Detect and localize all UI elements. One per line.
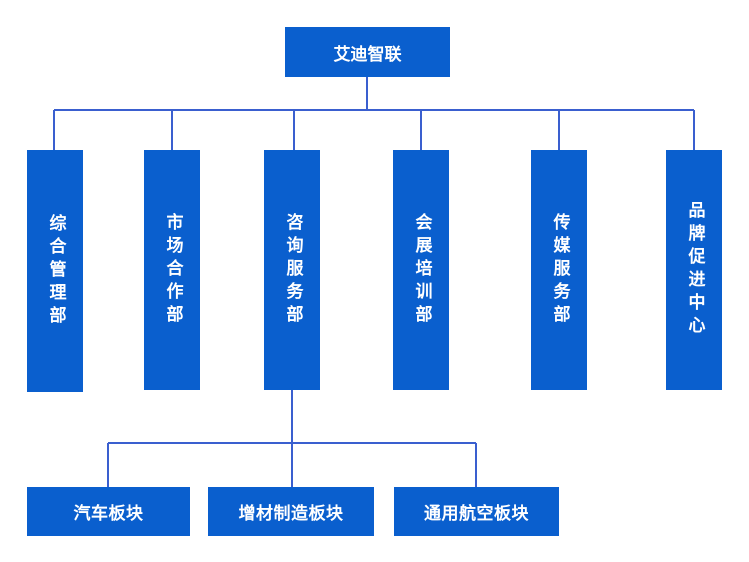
dept-brand-promotion-center: 品牌促进中心: [666, 150, 722, 390]
dept-label: 咨询服务部: [282, 212, 303, 328]
subunit-label: 汽车板块: [73, 504, 144, 524]
dept-label: 会展培训部: [411, 212, 432, 328]
dept-consulting-services: 咨询服务部: [264, 150, 320, 390]
subunit-additive-manufacturing: 增材制造板块: [208, 487, 374, 536]
dept-label: 市场合作部: [162, 212, 183, 328]
subunit-general-aviation: 通用航空板块: [394, 487, 559, 536]
dept-label: 品牌促进中心: [684, 201, 705, 339]
dept-label: 综合管理部: [45, 213, 66, 329]
root-label: 艾迪智联: [333, 44, 402, 65]
dept-exhibition-training: 会展培训部: [393, 150, 449, 390]
subunit-automotive: 汽车板块: [27, 487, 190, 536]
dept-comprehensive-management: 综合管理部: [27, 150, 83, 392]
dept-media-services: 传媒服务部: [531, 150, 587, 390]
subunit-label: 增材制造板块: [238, 504, 344, 524]
dept-label: 传媒服务部: [549, 212, 570, 328]
subunit-label: 通用航空板块: [424, 504, 529, 524]
dept-market-cooperation: 市场合作部: [144, 150, 200, 390]
root-node: 艾迪智联: [285, 27, 450, 77]
